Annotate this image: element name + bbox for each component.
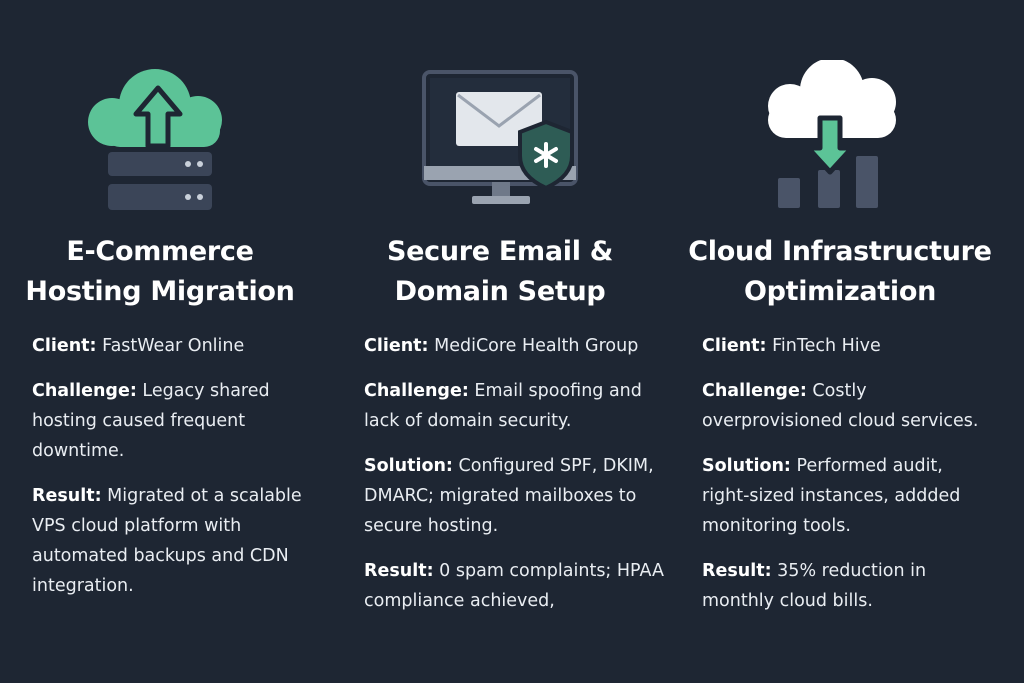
row-text: Performed audit, (796, 456, 943, 476)
row-label: Result: (32, 486, 102, 506)
cloud-upload-server-icon (60, 60, 260, 220)
card-details: Client: FastWear Online Challenge: Legac… (32, 331, 322, 616)
card-details: Client: MediCore Health Group Challenge:… (364, 331, 664, 631)
challenge-row: Challenge: Email spoofing and lack of do… (364, 376, 654, 436)
row-text: 35% reduction in (777, 561, 927, 581)
row-label: Solution: (702, 456, 791, 476)
result-row: Result: 35% reduction in monthly cloud b… (702, 556, 992, 616)
row-label: Challenge: (364, 381, 469, 401)
row-text: VPS cloud platform with (32, 516, 242, 536)
row-text: integration. (32, 576, 134, 596)
card-title-line: Domain Setup (394, 276, 606, 307)
card-title-line: Cloud Infrastructure (688, 236, 992, 267)
row-text: Configured SPF, DKIM, (458, 456, 654, 476)
challenge-row: Challenge: Costly overprovisioned cloud … (702, 376, 992, 436)
row-text: overprovisioned cloud services. (702, 411, 979, 431)
row-text: Costly (812, 381, 867, 401)
row-label: Challenge: (702, 381, 807, 401)
row-text: FastWear Online (102, 336, 245, 356)
row-text: MediCore Health Group (434, 336, 639, 356)
row-text: right-sized instances, addded (702, 486, 961, 506)
row-text: monitoring tools. (702, 516, 851, 536)
row-label: Solution: (364, 456, 453, 476)
row-label: Client: (702, 336, 767, 356)
row-label: Challenge: (32, 381, 137, 401)
row-text: automated backups and CDN (32, 546, 289, 566)
row-label: Result: (364, 561, 434, 581)
case-study-card-cloud: Cloud Infrastructure Optimization Client… (680, 0, 1000, 683)
card-title: Secure Email & Domain Setup (340, 232, 660, 312)
row-text: downtime. (32, 441, 125, 461)
card-title-line: E-Commerce (66, 236, 254, 267)
row-text: 0 spam complaints; HPAA (439, 561, 664, 581)
row-text: lack of domain security. (364, 411, 572, 431)
card-title: E-Commerce Hosting Migration (0, 232, 320, 312)
client-row: Client: FastWear Online (32, 331, 322, 361)
case-study-card-email: Secure Email & Domain Setup Client: Medi… (340, 0, 664, 683)
row-text: Legacy shared (142, 381, 270, 401)
card-details: Client: FinTech Hive Challenge: Costly o… (702, 331, 992, 631)
card-title-line: Secure Email & (386, 236, 614, 267)
cloud-download-bars-icon (740, 58, 940, 220)
row-text: Migrated ot a scalable (107, 486, 302, 506)
row-text: monthly cloud bills. (702, 591, 873, 611)
row-label: Client: (32, 336, 97, 356)
email-shield-monitor-icon (400, 60, 600, 220)
card-title: Cloud Infrastructure Optimization (680, 232, 1000, 312)
challenge-row: Challenge: Legacy shared hosting caused … (32, 376, 322, 466)
result-row: Result: 0 spam complaints; HPAA complian… (364, 556, 664, 616)
solution-row: Solution: Configured SPF, DKIM, DMARC; m… (364, 451, 654, 541)
row-label: Client: (364, 336, 429, 356)
card-title-line: Optimization (743, 276, 937, 307)
client-row: Client: MediCore Health Group (364, 331, 654, 361)
row-label: Result: (702, 561, 772, 581)
row-text: hosting caused frequent (32, 411, 246, 431)
row-text: compliance achieved, (364, 591, 555, 611)
solution-row: Solution: Performed audit, right-sized i… (702, 451, 992, 541)
row-text: FinTech Hive (772, 336, 881, 356)
card-title-line: Hosting Migration (25, 276, 295, 307)
case-study-card-ecommerce: E-Commerce Hosting Migration Client: Fas… (0, 0, 320, 683)
result-row: Result: Migrated ot a scalable VPS cloud… (32, 481, 322, 601)
row-text: secure hosting. (364, 516, 499, 536)
row-text: Email spoofing and (474, 381, 642, 401)
row-text: DMARC; migrated mailboxes to (364, 486, 637, 506)
client-row: Client: FinTech Hive (702, 331, 992, 361)
